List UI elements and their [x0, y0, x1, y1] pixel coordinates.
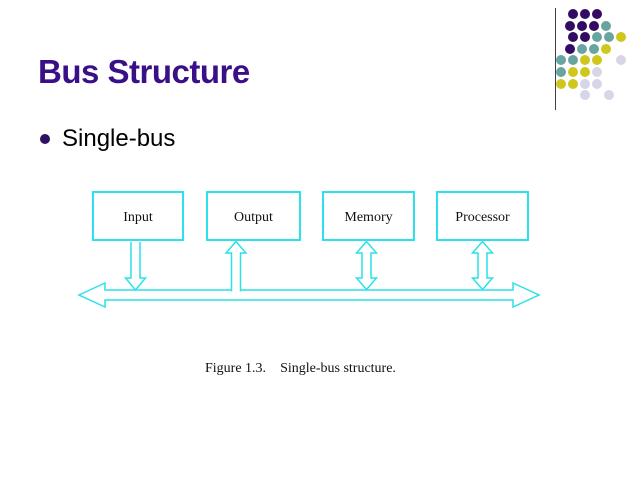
- box-processor-label: Processor: [455, 210, 510, 225]
- decoration-dot: [579, 78, 590, 89]
- box-input-label: Input: [123, 210, 153, 225]
- bullet-label: Single-bus: [62, 125, 176, 152]
- decoration-dot: [567, 55, 578, 66]
- decoration-dot: [567, 67, 578, 77]
- decoration-dot: [579, 67, 590, 77]
- decoration-dot: [555, 78, 566, 89]
- decoration-dot: [589, 43, 600, 54]
- decoration-dot: [589, 20, 600, 31]
- bullet-item: Single-bus: [40, 125, 176, 152]
- decoration-dot: [579, 90, 590, 101]
- decoration-dot: [591, 9, 602, 19]
- box-output-label: Output: [234, 210, 273, 225]
- bus-arrow: [77, 281, 541, 309]
- decoration-dot: [577, 20, 588, 31]
- arrow-input-down: [123, 242, 148, 292]
- decoration-dot: [603, 32, 614, 43]
- bullet-icon: [40, 134, 50, 144]
- decoration-dot: [565, 20, 576, 31]
- decoration-dot: [579, 32, 590, 43]
- decoration-dot: [565, 43, 576, 54]
- decoration-dot: [579, 9, 590, 19]
- box-processor: [436, 191, 529, 241]
- decoration-dot: [567, 9, 578, 19]
- arrow-output-up: [224, 240, 248, 292]
- box-output: [206, 191, 301, 241]
- decoration-dot: [601, 20, 612, 31]
- decoration-dot: [591, 78, 602, 89]
- decoration-dot: [591, 32, 602, 43]
- decoration-dot: [601, 43, 612, 54]
- decoration-dot: [591, 67, 602, 77]
- slide-title: Bus Structure: [38, 53, 250, 90]
- figure-caption: Figure 1.3. Single-bus structure.: [205, 361, 396, 377]
- decoration-dots: [555, 9, 636, 109]
- decoration-dot: [577, 43, 588, 54]
- box-memory: [322, 191, 415, 241]
- decoration-dot: [567, 32, 578, 43]
- box-memory-label: Memory: [344, 210, 392, 225]
- decoration-dot: [615, 32, 626, 43]
- arrow-memory-bidirectional: [354, 240, 379, 291]
- decoration-dot: [555, 55, 566, 66]
- caption-figure-number: Figure 1.3.: [205, 361, 267, 376]
- box-input: [92, 191, 184, 241]
- decoration-dot: [603, 90, 614, 101]
- decoration-dot: [615, 55, 626, 66]
- decoration-dot: [591, 55, 602, 66]
- decoration-line: [555, 8, 556, 110]
- arrow-processor-bidirectional: [470, 240, 495, 291]
- decoration-dot: [555, 67, 566, 77]
- decoration-dot: [567, 78, 578, 89]
- decoration-dot: [579, 55, 590, 66]
- caption-text: Single-bus structure.: [280, 361, 396, 376]
